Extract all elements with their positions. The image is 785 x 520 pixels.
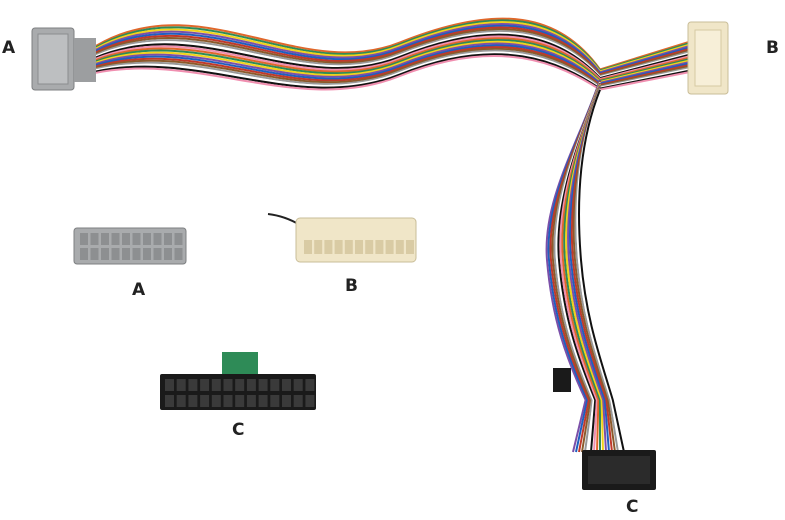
pin-cavity bbox=[314, 240, 323, 254]
pin-cavity bbox=[165, 395, 174, 407]
connector-a-detail bbox=[73, 227, 187, 265]
pin-cavity bbox=[211, 379, 221, 391]
pin-cavity bbox=[122, 248, 130, 260]
label-c-main: C bbox=[626, 497, 639, 517]
pin-cavity bbox=[90, 248, 99, 260]
wire bbox=[95, 19, 689, 72]
wire bbox=[95, 28, 689, 77]
connector-b-detail bbox=[267, 213, 417, 263]
pin-cavity bbox=[80, 233, 88, 245]
pin-cavity bbox=[143, 248, 151, 260]
wire bbox=[95, 40, 689, 84]
wire bbox=[95, 30, 689, 78]
pin-cavity bbox=[365, 240, 374, 254]
pin-cavity bbox=[406, 240, 414, 254]
wire bbox=[95, 22, 689, 74]
wire bbox=[95, 26, 689, 76]
pin-cavity bbox=[282, 395, 291, 407]
wire bbox=[95, 44, 689, 85]
pin-cavity bbox=[101, 248, 109, 260]
pin-cavity bbox=[153, 248, 162, 260]
pin-cavity bbox=[132, 248, 141, 260]
pin-cavity bbox=[270, 395, 280, 407]
pin-cavity bbox=[235, 395, 245, 407]
pin-cavity bbox=[188, 395, 198, 407]
wire bbox=[95, 21, 689, 73]
pin-cavity bbox=[111, 233, 120, 245]
pin-cavity bbox=[258, 379, 268, 391]
pin-cavity bbox=[132, 233, 141, 245]
connector-a-main bbox=[31, 27, 96, 91]
pin-cavity bbox=[165, 379, 174, 391]
pin-cavity bbox=[200, 395, 210, 407]
pin-cavity bbox=[375, 240, 384, 254]
wire bbox=[95, 17, 689, 71]
pin-cavity bbox=[111, 248, 120, 260]
pin-cavity bbox=[153, 233, 162, 245]
label-b-main: B bbox=[766, 38, 779, 58]
wire bbox=[95, 33, 689, 80]
pin-cavity bbox=[223, 395, 233, 407]
wire bbox=[95, 42, 689, 84]
label-b-detail: B bbox=[345, 276, 358, 296]
pin-cavity bbox=[246, 379, 256, 391]
pin-cavity bbox=[174, 248, 183, 260]
wire bbox=[578, 89, 625, 453]
wire bbox=[95, 47, 689, 87]
connector-c-main bbox=[553, 368, 656, 490]
pin-cavity bbox=[334, 240, 343, 254]
pin-cavity bbox=[305, 379, 315, 391]
pin-cavity bbox=[211, 395, 221, 407]
pin-cavity bbox=[188, 379, 198, 391]
label-c-detail: C bbox=[232, 420, 245, 440]
wire-bundle bbox=[95, 17, 689, 453]
wire bbox=[95, 55, 689, 91]
pin-cavity bbox=[344, 240, 353, 254]
pin-cavity bbox=[293, 379, 303, 391]
wire bbox=[95, 35, 689, 81]
pin-cavity bbox=[164, 233, 172, 245]
pin-cavity bbox=[200, 379, 210, 391]
wire bbox=[95, 53, 689, 90]
pin-cavity bbox=[164, 248, 172, 260]
wire bbox=[95, 46, 689, 86]
wire bbox=[95, 38, 689, 83]
wire bbox=[95, 51, 689, 89]
connector-b-main bbox=[687, 21, 729, 95]
wire bbox=[95, 24, 689, 75]
pin-cavity bbox=[385, 240, 394, 254]
label-a-main: A bbox=[2, 38, 16, 58]
pin-cavity bbox=[355, 240, 363, 254]
wire bbox=[95, 31, 689, 79]
pin-cavity bbox=[176, 395, 186, 407]
pin-cavity bbox=[174, 233, 183, 245]
pin-cavity bbox=[324, 240, 333, 254]
pin-cavity bbox=[282, 379, 291, 391]
pin-cavity bbox=[143, 233, 151, 245]
pin-cavity bbox=[270, 379, 280, 391]
pin-cavity bbox=[395, 240, 404, 254]
pin-cavity bbox=[246, 395, 256, 407]
pin-cavity bbox=[223, 379, 233, 391]
pin-cavity bbox=[101, 233, 109, 245]
pin-cavity bbox=[90, 233, 99, 245]
pin-cavity bbox=[293, 395, 303, 407]
pin-cavity bbox=[235, 379, 245, 391]
pin-cavity bbox=[80, 248, 88, 260]
pin-cavity bbox=[122, 233, 130, 245]
wire bbox=[95, 37, 689, 82]
pin-cavity bbox=[258, 395, 268, 407]
wire bbox=[95, 49, 689, 88]
connector-c-detail bbox=[160, 352, 316, 410]
label-a-detail: A bbox=[132, 280, 146, 300]
pin-cavity bbox=[305, 395, 315, 407]
pin-cavity bbox=[176, 379, 186, 391]
pin-cavity bbox=[304, 240, 312, 254]
